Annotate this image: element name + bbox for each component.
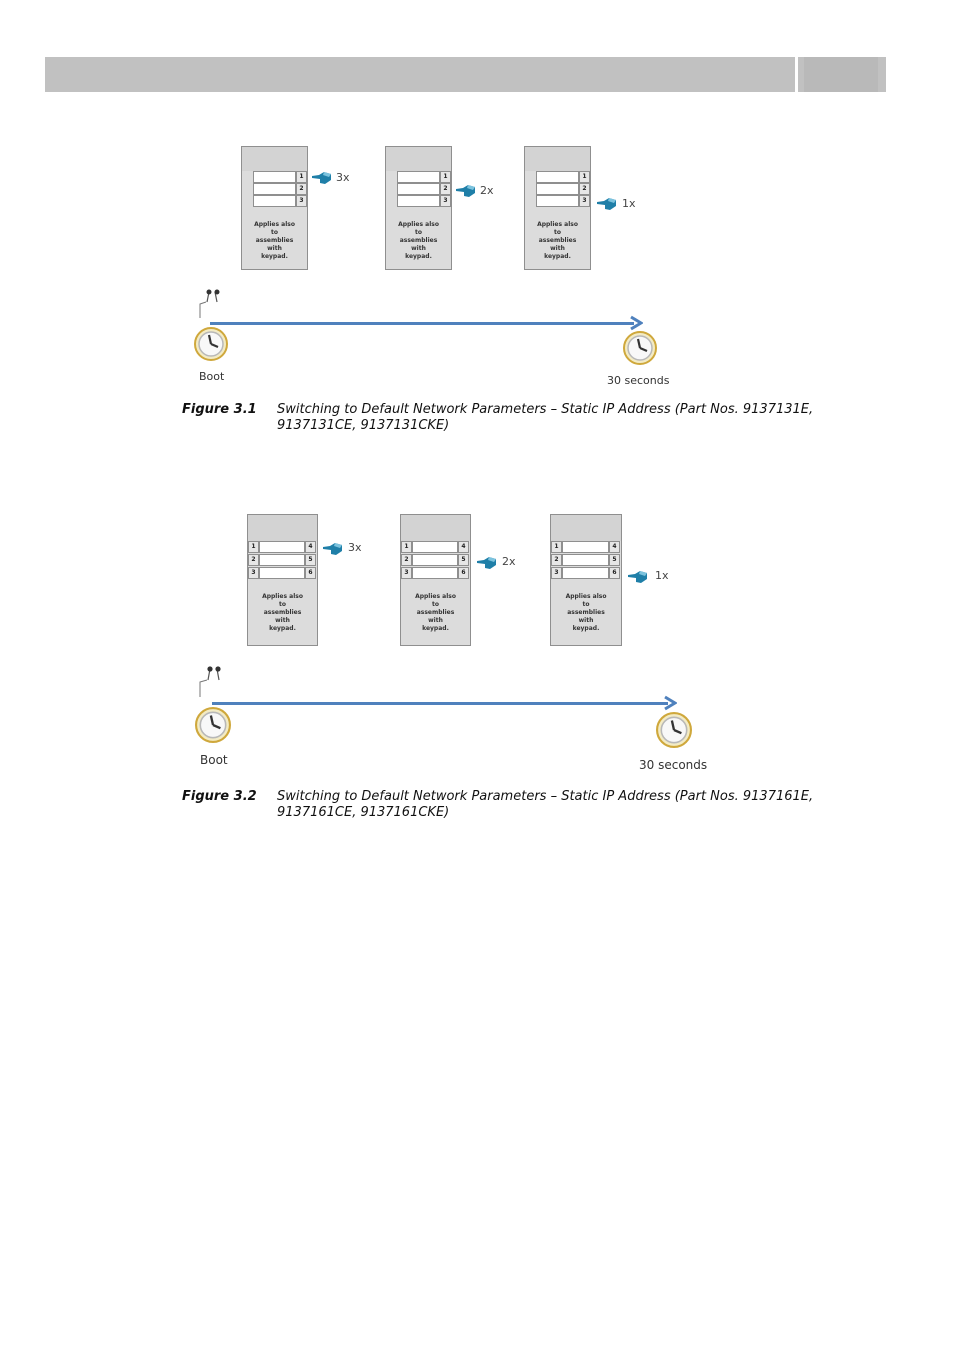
arrow-right-icon <box>630 315 643 331</box>
button-row: 3 <box>253 195 307 207</box>
press-indicator: 1x <box>627 569 677 585</box>
caption-label: Figure 3.2 <box>182 789 257 804</box>
panel-note: Applies also to assemblies with keypad. <box>262 593 303 632</box>
pressing-hand-icon <box>597 198 616 210</box>
panel-note: Applies also to assemblies with keypad. <box>398 221 439 260</box>
clock-icon <box>194 327 228 361</box>
clock-icon <box>195 707 231 743</box>
button-row: 1 <box>253 171 307 183</box>
pressing-hand-icon <box>312 172 331 184</box>
press-indicator: 2x <box>476 555 526 571</box>
caption-label: Figure 3.1 <box>182 402 257 417</box>
press-count: 3x <box>348 541 362 554</box>
pressing-hand-icon <box>456 185 475 197</box>
button-row: 2 <box>253 183 307 195</box>
device-panel: 1 2 3 Applies also to assemblies with ke… <box>524 146 591 270</box>
press-count: 1x <box>622 197 636 210</box>
panel-note: Applies also to assemblies with keypad. <box>565 593 607 632</box>
button-row: 1 <box>536 171 590 183</box>
button-row: 2 <box>397 183 451 195</box>
clock-icon <box>656 712 692 748</box>
press-indicator: 3x <box>311 170 361 186</box>
button-row: 3 <box>397 195 451 207</box>
header-bar <box>45 57 795 92</box>
beep-icon <box>199 666 221 697</box>
timeline-end-label: 30 seconds <box>639 758 708 772</box>
device-panel: 1 2 3 Applies also to assemblies with ke… <box>385 146 452 270</box>
press-count: 1x <box>655 569 669 582</box>
clock-icon <box>623 331 657 365</box>
press-count: 2x <box>480 184 494 197</box>
caption-text: Switching to Default Network Parameters … <box>277 402 814 433</box>
button-row: 2 <box>536 183 590 195</box>
timeline-end-label: 30 seconds <box>607 374 670 387</box>
pressing-hand-icon <box>628 571 647 583</box>
timeline-start-label: Boot <box>199 370 225 383</box>
pressing-hand-icon <box>477 557 496 569</box>
press-indicator: 3x <box>322 541 372 557</box>
timeline-start-label: Boot <box>200 753 228 767</box>
timeline-arrow <box>212 702 668 705</box>
panel-note: Applies also to assemblies with keypad. <box>537 221 578 260</box>
press-indicator: 2x <box>455 183 505 199</box>
press-count: 2x <box>502 555 516 568</box>
device-panel: 1 2 3 Applies also to assemblies with ke… <box>241 146 308 270</box>
beep-icon <box>199 289 220 318</box>
panel-note: Applies also to assemblies with keypad. <box>254 221 295 260</box>
press-indicator: 1x <box>596 196 646 212</box>
pressing-hand-icon <box>323 543 342 555</box>
caption-text: Switching to Default Network Parameters … <box>277 789 814 820</box>
timeline-arrow <box>210 322 634 325</box>
button-row: 3 <box>536 195 590 207</box>
panel-note: Applies also to assemblies with keypad. <box>415 593 456 632</box>
header-tab <box>798 57 886 92</box>
button-row: 1 <box>397 171 451 183</box>
arrow-right-icon <box>664 695 677 711</box>
press-count: 3x <box>336 171 350 184</box>
